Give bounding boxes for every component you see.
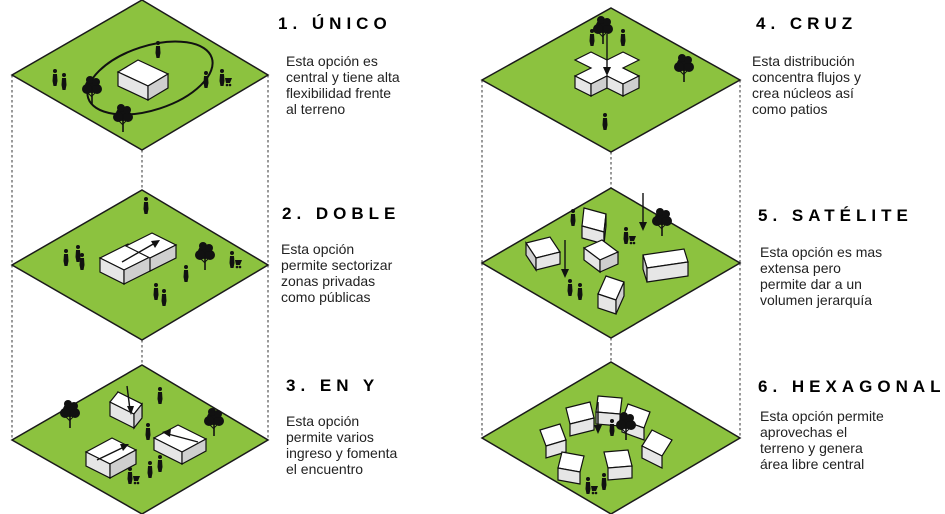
person-icon bbox=[602, 113, 608, 130]
flow-arrow bbox=[603, 34, 611, 76]
site-plate-en-y bbox=[10, 364, 270, 514]
site-plate-unico bbox=[10, 0, 270, 151]
person-icon bbox=[567, 279, 573, 296]
flow-arrow bbox=[121, 240, 160, 263]
person-icon bbox=[61, 73, 67, 90]
flow-arrow bbox=[561, 240, 569, 278]
option-title: 1. ÚNICO bbox=[278, 14, 392, 33]
flow-arrow bbox=[96, 444, 129, 461]
flow-arrow bbox=[162, 429, 199, 443]
option-description: Esta opción es central y tiene alta flex… bbox=[286, 53, 400, 117]
site-plate-satelite bbox=[480, 187, 742, 339]
person-icon bbox=[75, 245, 81, 262]
building-block bbox=[109, 391, 143, 430]
option-title: 5. SATÉLITE bbox=[758, 206, 913, 225]
building-block bbox=[642, 248, 689, 283]
flow-arrow bbox=[594, 402, 602, 434]
person-icon bbox=[157, 387, 163, 404]
option-description: Esta opción permite aprovechas el terren… bbox=[760, 408, 884, 472]
person-icon bbox=[157, 455, 163, 472]
person-icon bbox=[147, 461, 153, 478]
option-description: Esta opción es mas extensa pero permite … bbox=[760, 244, 883, 308]
person-icon bbox=[143, 197, 149, 214]
option-description: Esta distribución concentra flujos y cre… bbox=[752, 53, 861, 117]
person-icon bbox=[63, 249, 69, 266]
option-title: 6. HEXAGONAL bbox=[758, 377, 945, 396]
option-description: Esta opción permite varios ingreso y fom… bbox=[286, 413, 398, 477]
site-plate-hexagonal bbox=[480, 361, 742, 514]
person-icon bbox=[183, 265, 189, 282]
site-plate-cruz bbox=[480, 7, 742, 153]
person-icon bbox=[161, 289, 167, 306]
person-icon bbox=[609, 419, 615, 436]
person-icon bbox=[52, 69, 58, 86]
option-title: 2. DOBLE bbox=[282, 204, 401, 223]
option-description: Esta opción permite sectorizar zonas pri… bbox=[281, 241, 393, 305]
building-block bbox=[581, 207, 607, 245]
building-block bbox=[116, 59, 170, 102]
person-icon bbox=[620, 29, 626, 46]
building-block bbox=[597, 275, 625, 315]
flow-arrow bbox=[126, 385, 134, 415]
person-icon bbox=[577, 283, 583, 300]
person-icon bbox=[155, 41, 161, 58]
person-icon bbox=[79, 253, 85, 270]
person-icon bbox=[601, 473, 607, 490]
building-block bbox=[582, 239, 620, 274]
building-block bbox=[525, 236, 561, 272]
option-title: 3. EN Y bbox=[286, 376, 380, 395]
option-title: 4. CRUZ bbox=[756, 14, 858, 33]
person-icon bbox=[570, 209, 576, 226]
person-icon bbox=[153, 283, 159, 300]
person-icon bbox=[145, 423, 151, 440]
connector-lines bbox=[11, 75, 741, 440]
site-plate-doble bbox=[10, 189, 270, 341]
flow-arrow bbox=[639, 193, 647, 231]
person-icon bbox=[589, 29, 595, 46]
person-icon bbox=[203, 71, 209, 88]
